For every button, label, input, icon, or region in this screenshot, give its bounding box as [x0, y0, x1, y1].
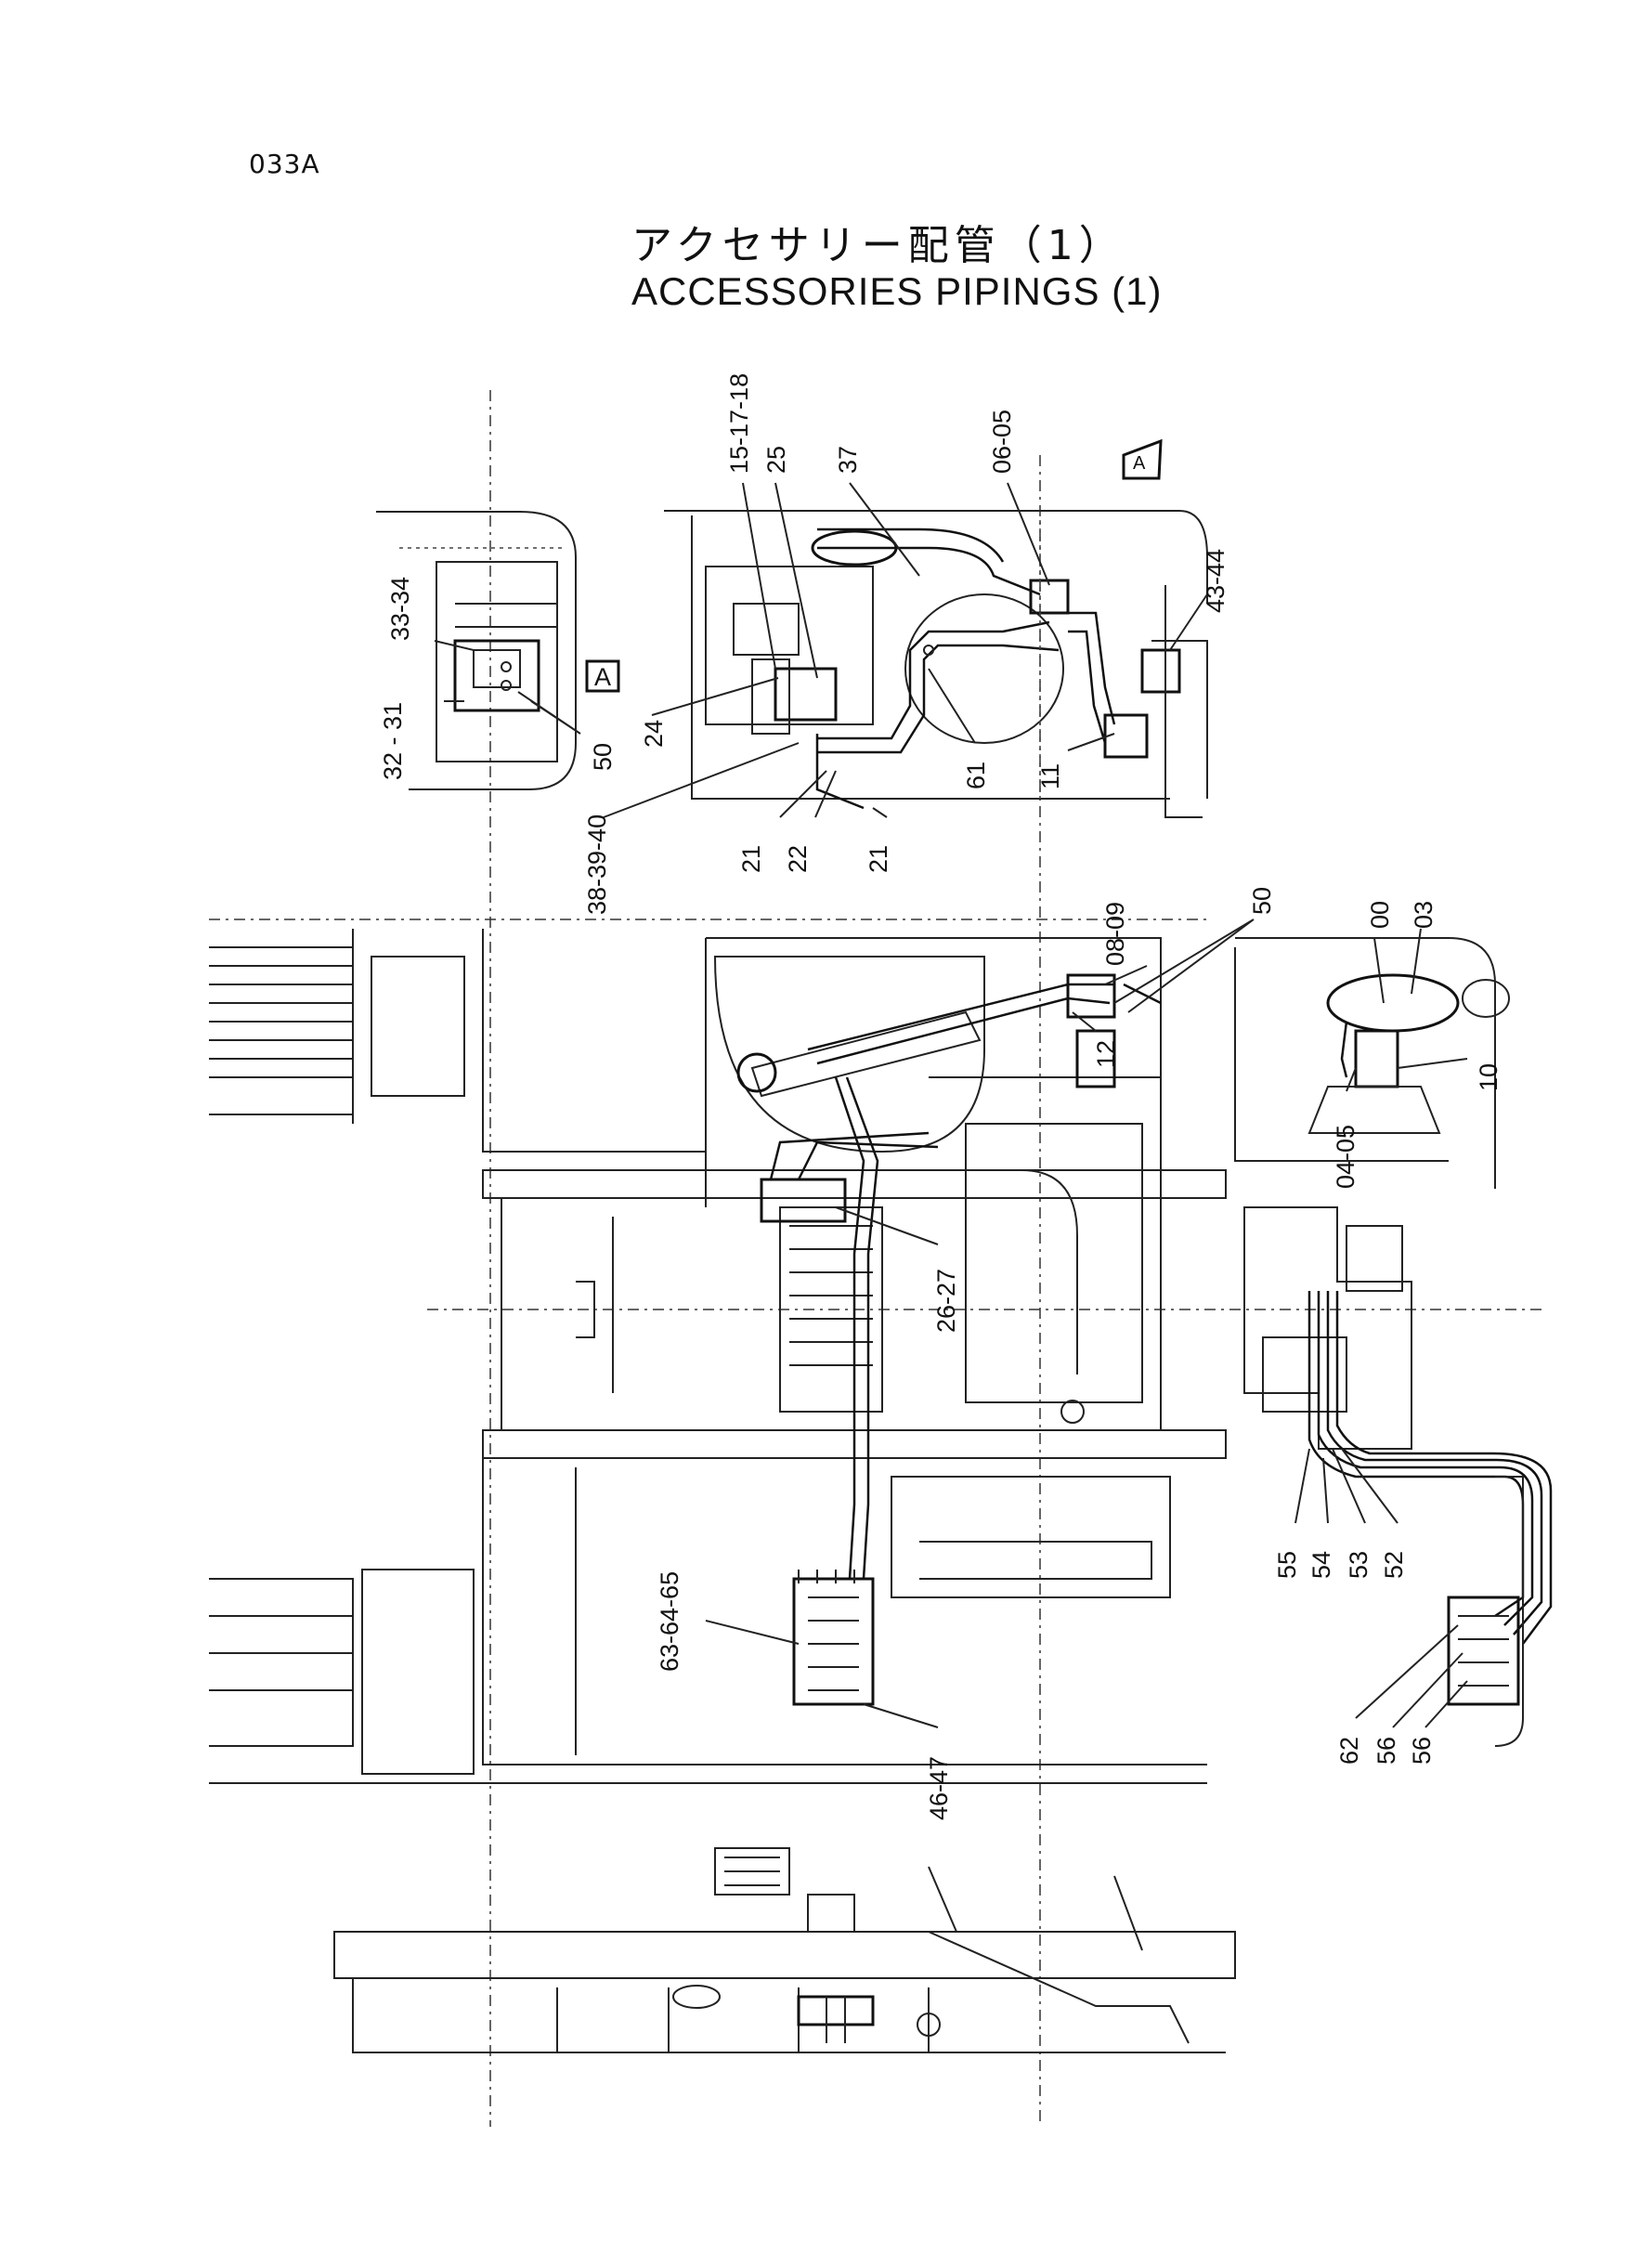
callout-08-09: 08-09 [1101, 902, 1129, 966]
callout-46-47: 46-47 [925, 1756, 953, 1820]
bottom-assembly [333, 1847, 1236, 2053]
callout-22: 22 [784, 845, 812, 873]
callout-00: 00 [1366, 901, 1394, 929]
callout-56-b: 56 [1408, 1737, 1436, 1765]
callout-21-a: 21 [737, 845, 765, 873]
callout-24: 24 [640, 720, 668, 748]
callout-12: 12 [1092, 1040, 1120, 1068]
callout-21-b: 21 [865, 845, 892, 873]
callout-62: 62 [1335, 1737, 1363, 1765]
callout-10: 10 [1475, 1063, 1502, 1091]
callout-52: 52 [1380, 1551, 1408, 1579]
valve-bank-63-64-65 [792, 1570, 875, 1706]
view-a-box-label: A [594, 663, 611, 691]
callout-38-39-40: 38-39-40 [583, 814, 611, 915]
callout-15-17-18: 15-17-18 [725, 373, 753, 474]
title-japanese: アクセサリー配管（1） [631, 222, 1125, 269]
callout-50-top: 50 [589, 743, 617, 771]
callout-50-mid: 50 [1248, 887, 1276, 915]
callout-26-27: 26-27 [932, 1269, 960, 1333]
callout-03: 03 [1410, 901, 1437, 929]
page-code: 033A [249, 149, 320, 179]
leader-lines [434, 482, 1468, 1728]
callout-32-31: 32 - 31 [379, 702, 407, 780]
callout-54: 54 [1307, 1551, 1335, 1579]
view-marker-arrow: A [1122, 438, 1163, 480]
callout-56-a: 56 [1372, 1737, 1400, 1765]
main-frame [482, 937, 1227, 1765]
top-assembly [664, 510, 1208, 818]
title-english: ACCESSORIES PIPINGS (1) [631, 269, 1163, 313]
callout-25: 25 [762, 446, 790, 474]
callout-11: 11 [1036, 763, 1064, 789]
right-detail-rotor [1234, 937, 1510, 1189]
view-a-box [585, 659, 620, 693]
valve-block-26-27 [760, 1131, 939, 1223]
callout-04-05: 04-05 [1332, 1125, 1359, 1189]
view-a-detail [376, 511, 577, 790]
right-component-hoses [1243, 1206, 1553, 1747]
callout-55: 55 [1273, 1551, 1301, 1579]
callout-33-34: 33-34 [386, 577, 414, 641]
view-marker-label: A [1133, 453, 1146, 474]
callout-06-05: 06-05 [988, 410, 1016, 474]
callout-37: 37 [834, 446, 862, 474]
callout-61: 61 [962, 762, 990, 789]
callout-53: 53 [1345, 1551, 1372, 1579]
callout-63-64-65: 63-64-65 [656, 1571, 683, 1672]
left-frame [209, 919, 1207, 1784]
callout-labels: 15-17-18 25 37 06-05 43-44 33-34 32 - 31… [379, 373, 1502, 1820]
callout-43-44: 43-44 [1202, 549, 1229, 613]
